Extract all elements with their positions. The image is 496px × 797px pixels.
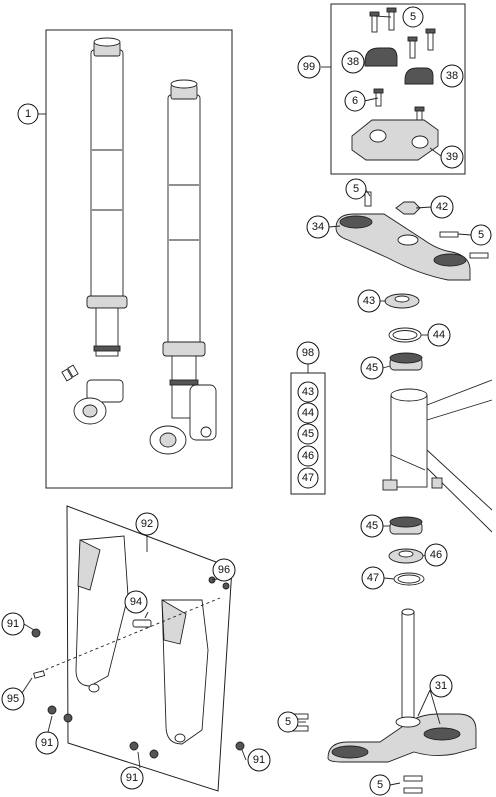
svg-text:43: 43	[302, 386, 314, 398]
svg-text:95: 95	[7, 693, 19, 705]
lower-bearing-stack	[388, 516, 425, 586]
callout-44-upper: 44	[427, 323, 451, 347]
callout-38-left: 38	[341, 50, 365, 74]
svg-text:45: 45	[302, 428, 314, 440]
callout-5-clamp-bolts: 5	[402, 6, 424, 28]
svg-text:6: 6	[352, 95, 358, 107]
svg-text:34: 34	[312, 221, 324, 233]
svg-text:45: 45	[366, 520, 378, 532]
callout-91-top-left: 91	[1, 612, 25, 636]
svg-text:5: 5	[377, 779, 383, 791]
callout-1: 1	[17, 103, 39, 125]
callout-96: 96	[212, 558, 236, 582]
svg-text:47: 47	[367, 572, 379, 584]
callout-42: 42	[430, 195, 454, 219]
callout-5-upper-bolt: 5	[345, 178, 367, 200]
svg-text:99: 99	[303, 61, 315, 73]
callout-5-clamp-side: 5	[470, 224, 492, 246]
svg-text:43: 43	[363, 295, 375, 307]
fasteners	[31, 576, 245, 759]
fork-group-frame	[45, 29, 233, 489]
svg-text:45: 45	[366, 362, 378, 374]
svg-text:5: 5	[353, 183, 359, 195]
callout-98: 98	[296, 341, 320, 365]
callout-31: 31	[429, 674, 453, 698]
callout-99: 99	[297, 55, 321, 79]
svg-text:91: 91	[41, 737, 53, 749]
upper-triple-clamp	[335, 191, 489, 281]
svg-text:98: 98	[302, 347, 314, 359]
callout-92: 92	[135, 512, 159, 536]
svg-text:46: 46	[302, 450, 314, 462]
callout-39: 39	[440, 145, 464, 169]
svg-text:94: 94	[130, 596, 142, 608]
upper-bearing-stack	[384, 293, 423, 371]
callout-91-bottom-right: 91	[247, 748, 271, 772]
svg-text:96: 96	[218, 564, 230, 576]
svg-text:1: 1	[25, 108, 31, 120]
svg-text:92: 92	[141, 518, 153, 530]
callout-45-upper: 45	[360, 356, 384, 380]
kit-item-43: 43	[297, 381, 319, 403]
callout-46: 46	[424, 543, 448, 567]
kit-item-44: 44	[297, 402, 319, 424]
callout-91-bottom-center: 91	[120, 766, 144, 790]
svg-text:5: 5	[478, 229, 484, 241]
fork-protectors	[75, 535, 209, 745]
callout-5-lower-clamp: 5	[277, 711, 299, 733]
protector-kit-frame	[66, 505, 233, 792]
fork-leg-left	[61, 37, 128, 425]
svg-text:42: 42	[436, 201, 448, 213]
kit-item-46: 46	[297, 445, 319, 467]
svg-text:46: 46	[430, 549, 442, 561]
svg-text:91: 91	[126, 772, 138, 784]
clamp-kit-frame	[330, 3, 466, 175]
callout-43-upper: 43	[357, 289, 381, 313]
callout-47: 47	[361, 566, 385, 590]
svg-text:38: 38	[446, 70, 458, 82]
clamp-kit-parts	[351, 7, 439, 161]
svg-text:44: 44	[433, 329, 445, 341]
callout-45-lower: 45	[360, 514, 384, 538]
kit-item-47: 47	[297, 467, 319, 489]
callout-5-lower-bolts: 5	[369, 774, 391, 796]
callout-94: 94	[124, 590, 148, 614]
svg-text:38: 38	[347, 56, 359, 68]
svg-text:31: 31	[435, 680, 447, 692]
callout-6: 6	[344, 90, 366, 112]
kit-item-45: 45	[297, 423, 319, 445]
lower-triple-clamp	[289, 608, 477, 794]
svg-text:5: 5	[410, 11, 416, 23]
callout-95: 95	[1, 687, 25, 711]
svg-text:44: 44	[302, 407, 314, 419]
svg-text:5: 5	[285, 716, 291, 728]
fork-leg-right	[149, 79, 217, 455]
svg-text:39: 39	[446, 151, 458, 163]
svg-text:91: 91	[253, 754, 265, 766]
svg-text:91: 91	[7, 618, 19, 630]
callout-38-right: 38	[440, 64, 464, 88]
callout-34: 34	[306, 215, 330, 239]
callout-91-bottom-left: 91	[35, 731, 59, 755]
frame-head-tube	[382, 379, 493, 533]
svg-text:47: 47	[302, 472, 314, 484]
